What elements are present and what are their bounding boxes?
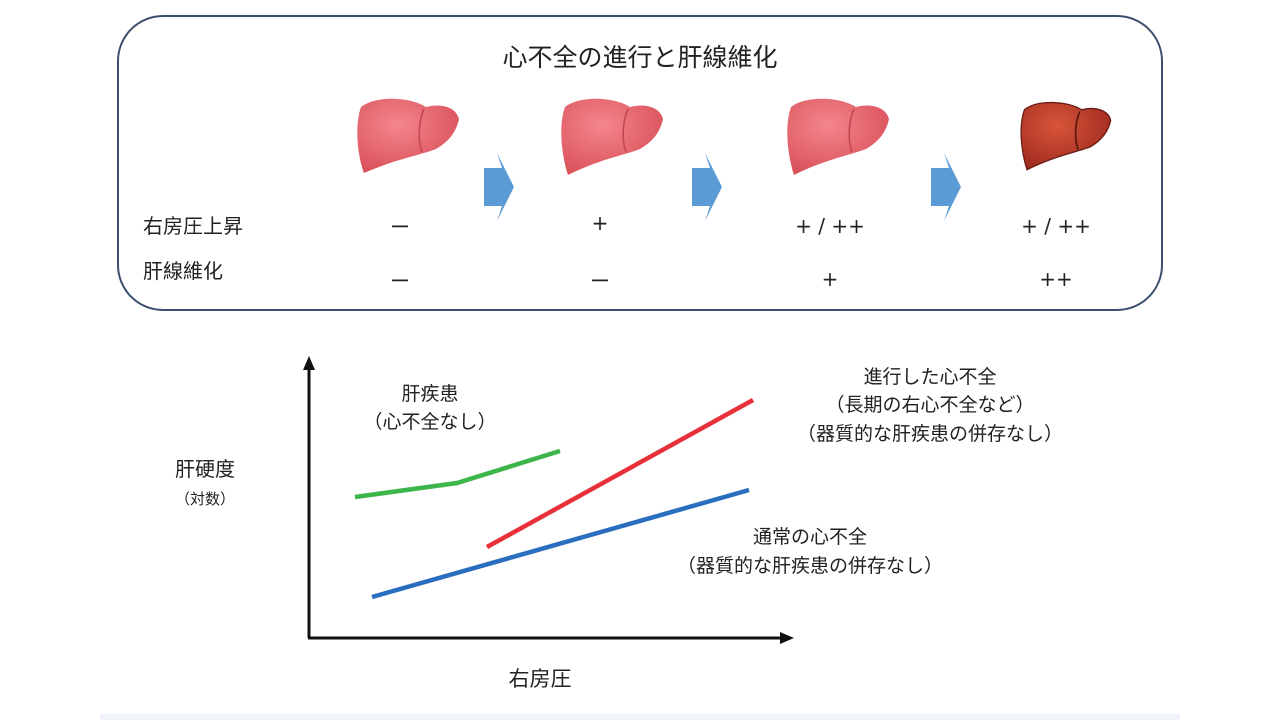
panel-title: 心不全の進行と肝線維化 xyxy=(502,43,778,72)
line-advanced-heart-failure xyxy=(485,398,755,549)
series-sublabel-usual-hf: （器質的な肝疾患の併存なし） xyxy=(676,555,943,577)
line-liver-disease xyxy=(354,448,561,500)
x-axis-label: 右房圧 xyxy=(508,667,572,691)
series-label-usual-hf: 通常の心不全 xyxy=(752,526,867,548)
bottom-strip xyxy=(100,714,1180,720)
ra-value-1: ー xyxy=(390,215,410,239)
chart-axes xyxy=(303,356,794,644)
y-axis-label: 肝硬度 xyxy=(175,457,235,481)
fibrosis-value-2: ー xyxy=(590,269,610,293)
series-sublabel-liver-disease: （心不全なし） xyxy=(363,411,497,433)
ra-value-4: + / ++ xyxy=(1021,214,1091,238)
series-label-liver-disease: 肝疾患 xyxy=(401,383,459,405)
x-axis-arrowhead xyxy=(780,632,794,644)
summary-panel xyxy=(117,15,1163,311)
arrow-right-icon xyxy=(692,153,722,221)
liver-icon-1 xyxy=(357,98,459,173)
liver-icon-3 xyxy=(787,98,889,175)
arrow-right-icon xyxy=(931,153,961,221)
liver-icon-2 xyxy=(561,98,663,175)
series-sublabel-advanced-hf: （長期の右心不全など） xyxy=(825,394,1035,416)
fibrosis-value-3: + xyxy=(821,267,839,291)
ra-value-3: + / ++ xyxy=(795,214,865,238)
series-sublabel2-advanced-hf: （器質的な肝疾患の併存なし） xyxy=(796,423,1063,445)
row-label-ra-pressure: 右房圧上昇 xyxy=(143,214,243,238)
row-label-fibrosis: 肝線維化 xyxy=(143,259,223,283)
fibrosis-value-1: ー xyxy=(390,269,410,293)
series-lines xyxy=(354,398,755,600)
ra-value-2: + xyxy=(591,211,609,235)
y-axis-arrowhead xyxy=(303,356,315,370)
line-usual-heart-failure xyxy=(371,487,750,600)
fibrosis-value-4: ++ xyxy=(1039,267,1073,291)
liver-icon-fibrotic xyxy=(1020,101,1112,171)
series-label-advanced-hf: 進行した心不全 xyxy=(863,366,997,388)
y-axis-sublabel: （対数） xyxy=(174,490,235,508)
arrow-right-icon xyxy=(484,153,514,221)
